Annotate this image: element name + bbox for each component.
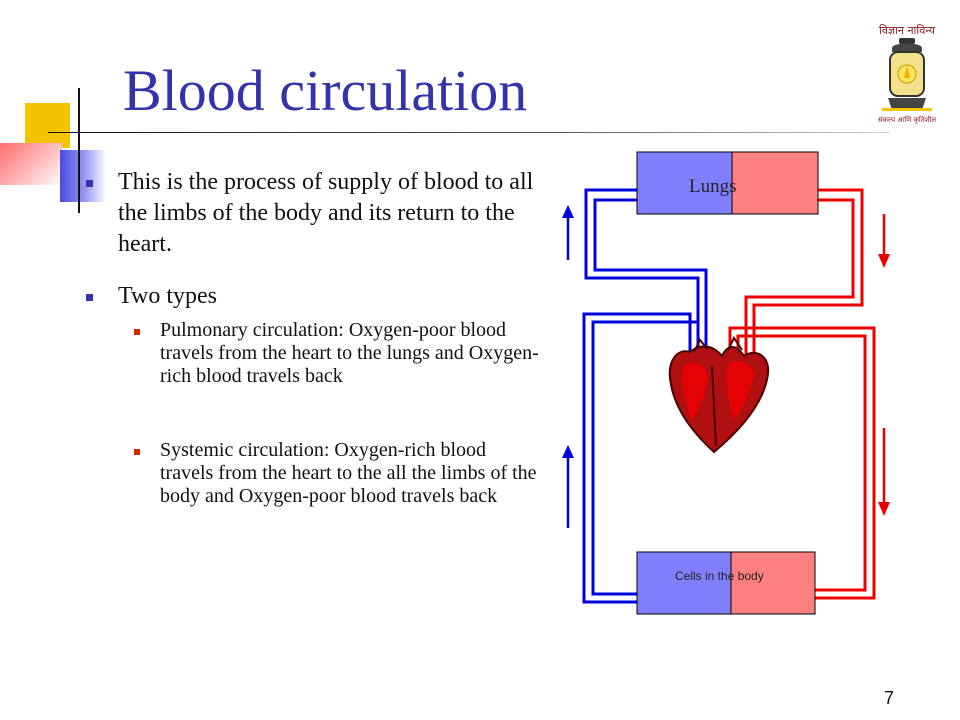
heart-icon — [668, 336, 770, 454]
decor-vertical-line — [78, 88, 80, 213]
bullet-item: This is the process of supply of blood t… — [80, 167, 535, 260]
aorta-red-outer — [728, 326, 876, 600]
title-underline — [48, 132, 890, 133]
lungs-box-oxygen-rich — [731, 151, 819, 215]
decor-blue-square — [60, 150, 106, 202]
systemic-vein-blue-outer — [582, 312, 692, 604]
direction-arrows — [562, 205, 890, 528]
sub-bullet-list: Pulmonary circulation: Oxygen-poor blood… — [80, 319, 540, 388]
bullet-item: Two types — [80, 281, 535, 312]
slide-title: Blood circulation — [123, 58, 528, 123]
decor-yellow-square — [25, 103, 70, 148]
arrow-up-top-left — [562, 205, 574, 260]
systemic-vein-blue-inner — [591, 320, 700, 596]
lungs-box-oxygen-poor — [636, 151, 733, 215]
bullet-list-2: Two types — [80, 281, 535, 312]
pulmonary-artery-red-inner — [744, 198, 855, 358]
pulmonary-vein-blue-outer — [584, 188, 700, 360]
oxygen-rich-vessels — [728, 188, 876, 600]
sub-bullet-list-2: Systemic circulation: Oxygen-rich blood … — [80, 439, 540, 508]
sub-bullet-item: Pulmonary circulation: Oxygen-poor blood… — [80, 319, 540, 388]
oxygen-poor-vessels — [582, 188, 708, 604]
logo-top-text: विज्ञान नाविन्य — [879, 24, 936, 37]
bullet-list: This is the process of supply of blood t… — [80, 167, 535, 260]
cells-box-oxygen-rich — [730, 551, 816, 615]
logo-bottom-text: संकल्प आणि कृतिशील — [878, 115, 936, 124]
lantern-logo-icon: विज्ञान नाविन्य संकल्प आणि कृतिशील — [878, 24, 936, 124]
lungs-label: Lungs — [689, 176, 737, 197]
circulation-diagram: Lungs Cells in the body — [562, 151, 890, 615]
arrow-up-bottom-left — [562, 445, 574, 528]
pulmonary-artery-red-outer — [752, 188, 864, 358]
pulmonary-vein-blue-inner — [593, 198, 708, 360]
arrow-down-bottom-right — [878, 428, 890, 516]
arrow-down-top-right — [878, 214, 890, 268]
cells-label: Cells in the body — [675, 569, 764, 583]
sub-bullet-item: Systemic circulation: Oxygen-rich blood … — [80, 439, 540, 508]
decor-pink-square — [0, 143, 62, 185]
page-number: 7 — [884, 688, 895, 708]
cells-box-oxygen-poor — [636, 551, 732, 615]
